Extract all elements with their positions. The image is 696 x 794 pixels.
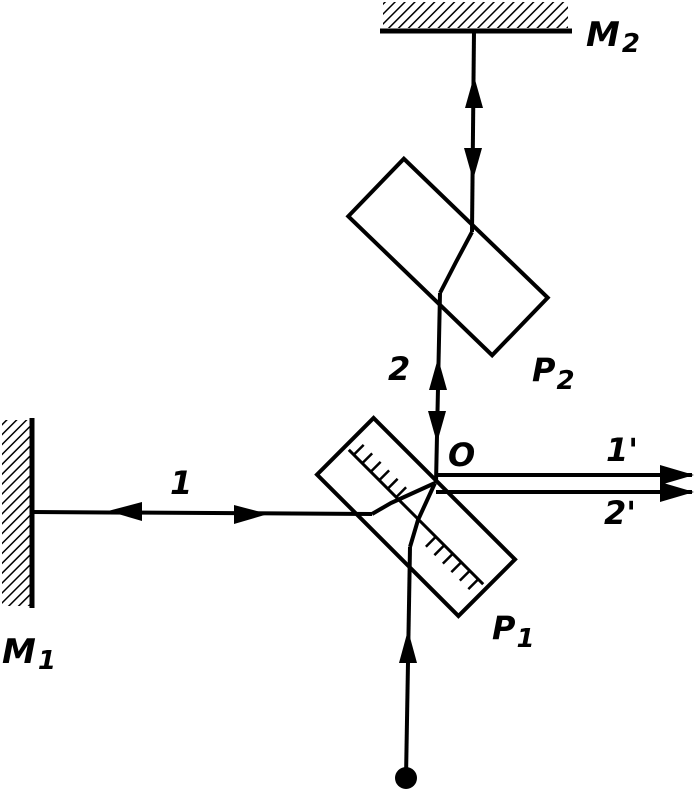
silvered-coating [347,443,485,591]
arrowheads [108,76,694,663]
label-beam-1: 1 [170,464,192,502]
label-m2: M2 [586,15,640,59]
p1-refraction-left [370,481,436,516]
mirror-m2 [380,2,572,34]
arrow-source-up [399,630,417,663]
arrow-output-2 [660,482,694,502]
light-paths [31,30,692,779]
label-p2: P2 [532,351,575,396]
label-point-o: O [448,436,475,474]
p2-refraction [438,231,474,294]
light-source-dot [395,767,417,789]
plate-p2 [345,155,551,359]
label-m1: M1 [2,632,56,676]
label-output-1: 1' [606,431,638,469]
beam-to-m2 [470,30,476,233]
arrow-output-1 [660,465,694,485]
arrow-beam2-up [429,358,447,390]
label-p1: P1 [492,609,535,654]
arrow-m2-up [465,76,483,108]
beam-1-path [31,510,373,516]
arrow-beam1-right [234,505,268,524]
mirror-m1 [2,418,35,608]
label-output-2: 2' [604,494,636,532]
plate-p1 [314,415,518,619]
arrow-m2-down [464,148,482,180]
label-beam-2: 2 [388,350,410,388]
arrow-beam1-left [108,502,142,521]
arrow-beam2-down [428,411,446,443]
p1-refraction-lower [408,482,437,548]
